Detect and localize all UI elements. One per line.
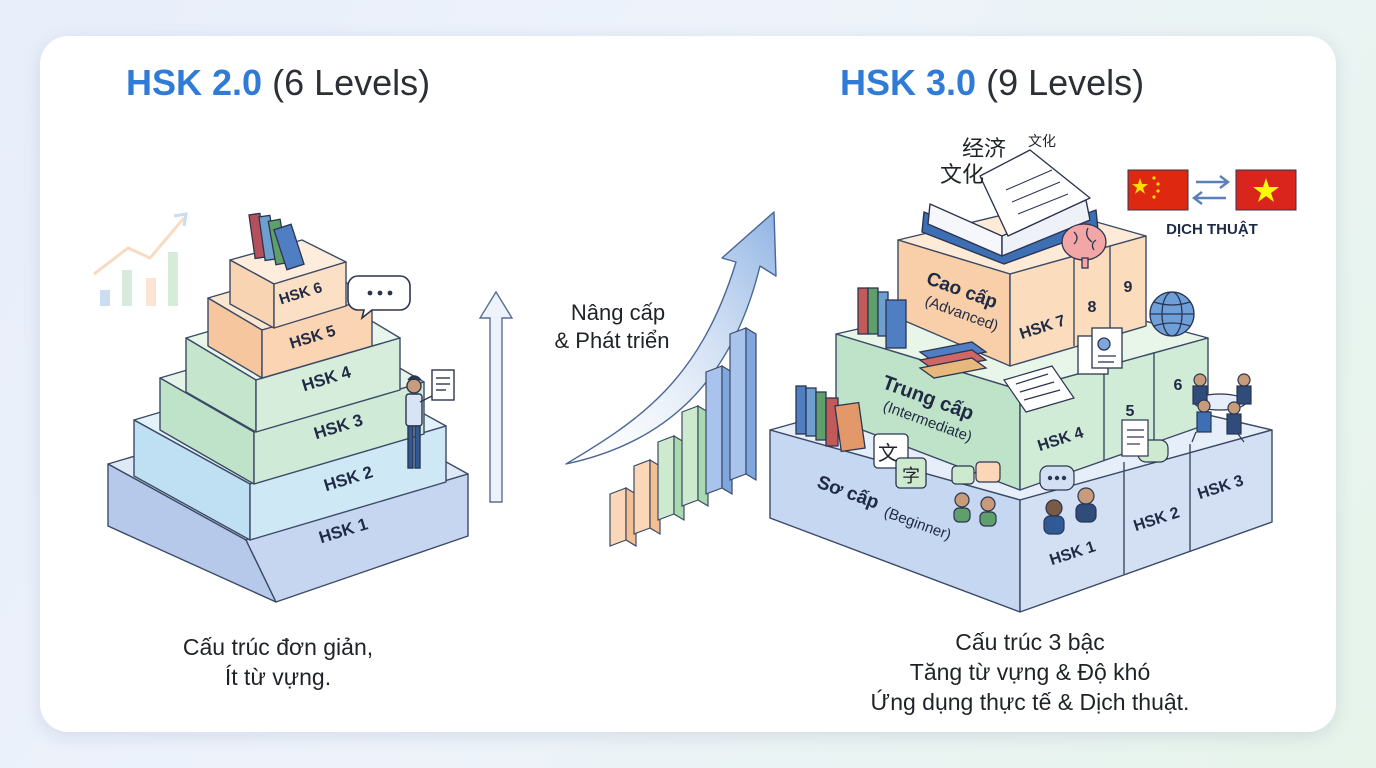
- hsk3-title: HSK 3.0 (9 Levels): [840, 62, 1144, 104]
- hsk3-level-5-label: 5: [1126, 403, 1135, 420]
- character-zi: 字: [902, 466, 920, 487]
- open-book-icon: [921, 149, 1099, 265]
- hsk2-caption-line2: Ít từ vựng.: [224, 664, 332, 690]
- books-beginner-icon: [795, 385, 866, 453]
- hsk2-pyramid: [107, 239, 469, 603]
- character-card-icon: [873, 433, 927, 489]
- hsk3-title-main: HSK 3.0: [840, 62, 977, 103]
- books-stack-icon: [857, 287, 988, 379]
- chat-bubble-icon: [347, 275, 411, 321]
- students-people-icon: [953, 487, 1097, 535]
- hsk3-caption: Cấu trúc 3 bậc Tăng từ vựng & Độ khó Ứng…: [830, 627, 1230, 717]
- hsk3-caption-line3: Ứng dụng thực tế & Dịch thuật.: [870, 689, 1190, 715]
- china-flag-icon: [1127, 169, 1189, 211]
- hsk3-caption-line1: Cấu trúc 3 bậc: [955, 629, 1105, 655]
- notepad-icon: [1121, 419, 1149, 457]
- meeting-people-icon: [1191, 373, 1252, 443]
- hsk3-title-sub: (9 Levels): [986, 62, 1145, 103]
- upgrade-text-line1: Nâng cấp: [571, 300, 665, 325]
- hsk2-caption: Cấu trúc đơn giản, Ít từ vựng.: [128, 632, 428, 692]
- chinese-word-culture-small: 文化: [1028, 134, 1056, 150]
- translation-label: DỊCH THUẬT: [1166, 220, 1258, 238]
- chinese-word-economy: 经济: [962, 137, 1006, 162]
- vietnam-flag-icon: [1235, 169, 1297, 211]
- newspaper-icon: [1003, 365, 1075, 413]
- document-report-icon: [1077, 327, 1123, 375]
- upgrade-vertical-arrow: [478, 290, 514, 503]
- hsk3-level-9-label: 9: [1124, 279, 1133, 296]
- hsk2-title-sub: (6 Levels): [272, 62, 431, 103]
- upgrade-text-line2: & Phát triển: [555, 328, 670, 353]
- swap-arrows-icon: [1192, 175, 1230, 205]
- hsk2-title: HSK 2.0 (6 Levels): [126, 62, 430, 104]
- hsk2-title-main: HSK 2.0: [126, 62, 263, 103]
- globe-icon: [1149, 291, 1195, 337]
- growth-bar-chart: [609, 326, 757, 548]
- hsk3-caption-line2: Tăng từ vựng & Độ khó: [909, 659, 1151, 685]
- presenter-person-icon: [405, 369, 455, 469]
- growth-chart-icon: [93, 212, 188, 306]
- chinese-word-culture: 文化: [940, 163, 984, 188]
- brain-icon: [1061, 223, 1107, 269]
- hsk3-level-6-label: 6: [1174, 377, 1183, 394]
- character-wen: 文: [878, 441, 898, 465]
- hsk2-caption-line1: Cấu trúc đơn giản,: [182, 634, 374, 660]
- hsk3-level-8-label: 8: [1088, 299, 1097, 316]
- books-icon: [248, 212, 305, 271]
